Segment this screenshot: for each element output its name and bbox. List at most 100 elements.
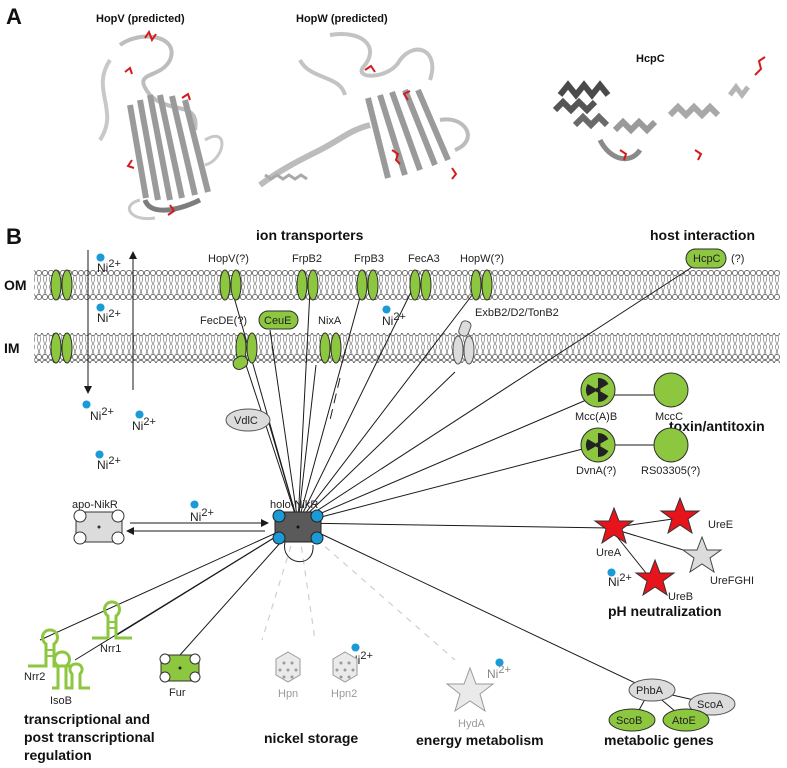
exbb2-label: ExbB2/D2/TonB2 [475,307,559,319]
transcriptional-heading-1: transcriptional and [24,711,150,727]
phba-label: PhbA [636,685,664,697]
frpb2-label: FrpB2 [292,253,322,265]
fecde-transporter [232,332,258,370]
rs03305-label: RS03305(?) [641,465,700,477]
mccc-label: MccC [655,411,683,423]
hopv-label: HopV(?) [208,253,249,265]
toxin-antitoxin-heading: toxin/antitoxin [669,418,765,434]
apo-nikr-node [73,509,125,545]
fur-label: Fur [169,687,186,699]
mccc-node [653,372,689,408]
outer-membrane [34,270,780,300]
nickel-storage-heading: nickel storage [264,730,358,746]
ceue-label: CeuE [264,315,292,327]
scoa-label: ScoA [697,699,724,711]
nickel-ion-icon: Ni2+ [487,658,511,681]
energy-metabolism-heading: energy metabolism [416,732,544,748]
hopw-structure-image [258,32,470,188]
panel-b-label: B [6,224,22,249]
hcpc-label: HcpC [693,253,721,265]
scob-label: ScoB [616,715,642,727]
vdlc-label: VdlC [234,415,258,427]
hpn-label: Hpn [278,688,298,700]
urea-label: UreA [596,547,622,559]
rs03305-node [653,427,689,463]
hcpc-uncertain-label: (?) [731,253,744,265]
hopw-label: HopW(?) [460,253,504,265]
scob-node [608,708,656,732]
dvna-label: DvnA(?) [576,465,616,477]
panel-a-label: A [6,4,22,29]
regulation-lines [39,261,701,691]
left-im-channel [50,332,73,364]
svg-text:Ni2+: Ni2+ [97,258,121,275]
om-label: OM [4,277,27,293]
svg-text:Ni2+: Ni2+ [97,455,121,472]
star-icon [445,666,495,713]
left-om-channel [50,269,73,301]
svg-text:Ni2+: Ni2+ [90,406,114,423]
fur-node [159,653,201,683]
ph-neutralization-heading: pH neutralization [608,603,722,619]
hairpin-rna-icon [92,600,132,640]
vdlc-node [225,408,271,432]
host-interaction-heading: host interaction [650,227,755,243]
scoa-node [688,692,736,716]
hyda-label: HydA [458,718,486,730]
hexagon-storage-icon [332,651,358,683]
nickel-ion-icon: Ni2+ [607,568,632,589]
frpb2-channel [296,269,319,301]
star-icon [659,496,701,535]
hopw-channel [470,269,493,301]
fecde-label: FecDE(?) [200,315,247,327]
nrr1-label: Nrr1 [100,643,121,655]
atoe-label: AtoE [672,715,696,727]
inner-membrane [34,333,780,363]
nixa-transporter [319,332,342,364]
hcpc-structure-image [552,56,766,162]
nickel-ion-icon: Ni2+ [95,450,121,472]
transcriptional-heading-2: post transcriptional [24,729,155,745]
exbb2-complex [452,320,475,365]
nrr2-label: Nrr2 [24,671,45,683]
mccab-label: Mcc(A)B [575,411,617,423]
urefghi-label: UreFGHI [710,575,754,587]
frpb3-label: FrpB3 [354,253,384,265]
im-label: IM [4,340,20,356]
ureb-label: UreB [668,591,693,603]
frpb3-channel [356,269,379,301]
radiation-icon [580,427,616,463]
hopw-structure-title: HopW (predicted) [296,13,388,25]
nickel-ion-icon: Ni2+ [132,410,156,433]
ceue-node [258,310,299,330]
ion-transporters-heading: ion transporters [256,227,364,243]
holo-nikr-label: holo-NikR [270,499,318,511]
svg-text:Ni2+: Ni2+ [487,664,511,681]
atoe-node [662,708,710,732]
holo-nikr-node [272,509,324,562]
hcpc-node [685,248,727,269]
hcpc-structure-title: HcpC [636,53,665,65]
uree-label: UreE [708,519,733,531]
svg-text:Ni2+: Ni2+ [608,572,632,589]
phba-node [628,678,676,702]
hairpin-rna-icon [52,650,90,690]
hopv-structure-image [98,29,224,221]
metabolic-genes-heading: metabolic genes [604,732,714,748]
star-icon [681,535,723,574]
star-icon [634,558,676,597]
nixa-label: NixA [318,315,342,327]
isob-label: IsoB [50,695,72,707]
hexagon-storage-icon [275,651,301,683]
hpn2-label: Hpn2 [331,688,357,700]
nickel-ion-icon: Ni2+ [96,253,121,275]
nickel-ion-icon: Ni2+ [382,305,406,328]
hopv-structure-title: HopV (predicted) [96,13,185,25]
svg-text:Ni2+: Ni2+ [190,507,214,524]
nickel-ion-icon: Ni2+ [82,400,114,423]
svg-text:Ni2+: Ni2+ [132,416,156,433]
nickel-ion-icon: Ni2+ [190,500,214,524]
svg-text:Ni2+: Ni2+ [382,311,406,328]
star-icon [593,506,635,545]
